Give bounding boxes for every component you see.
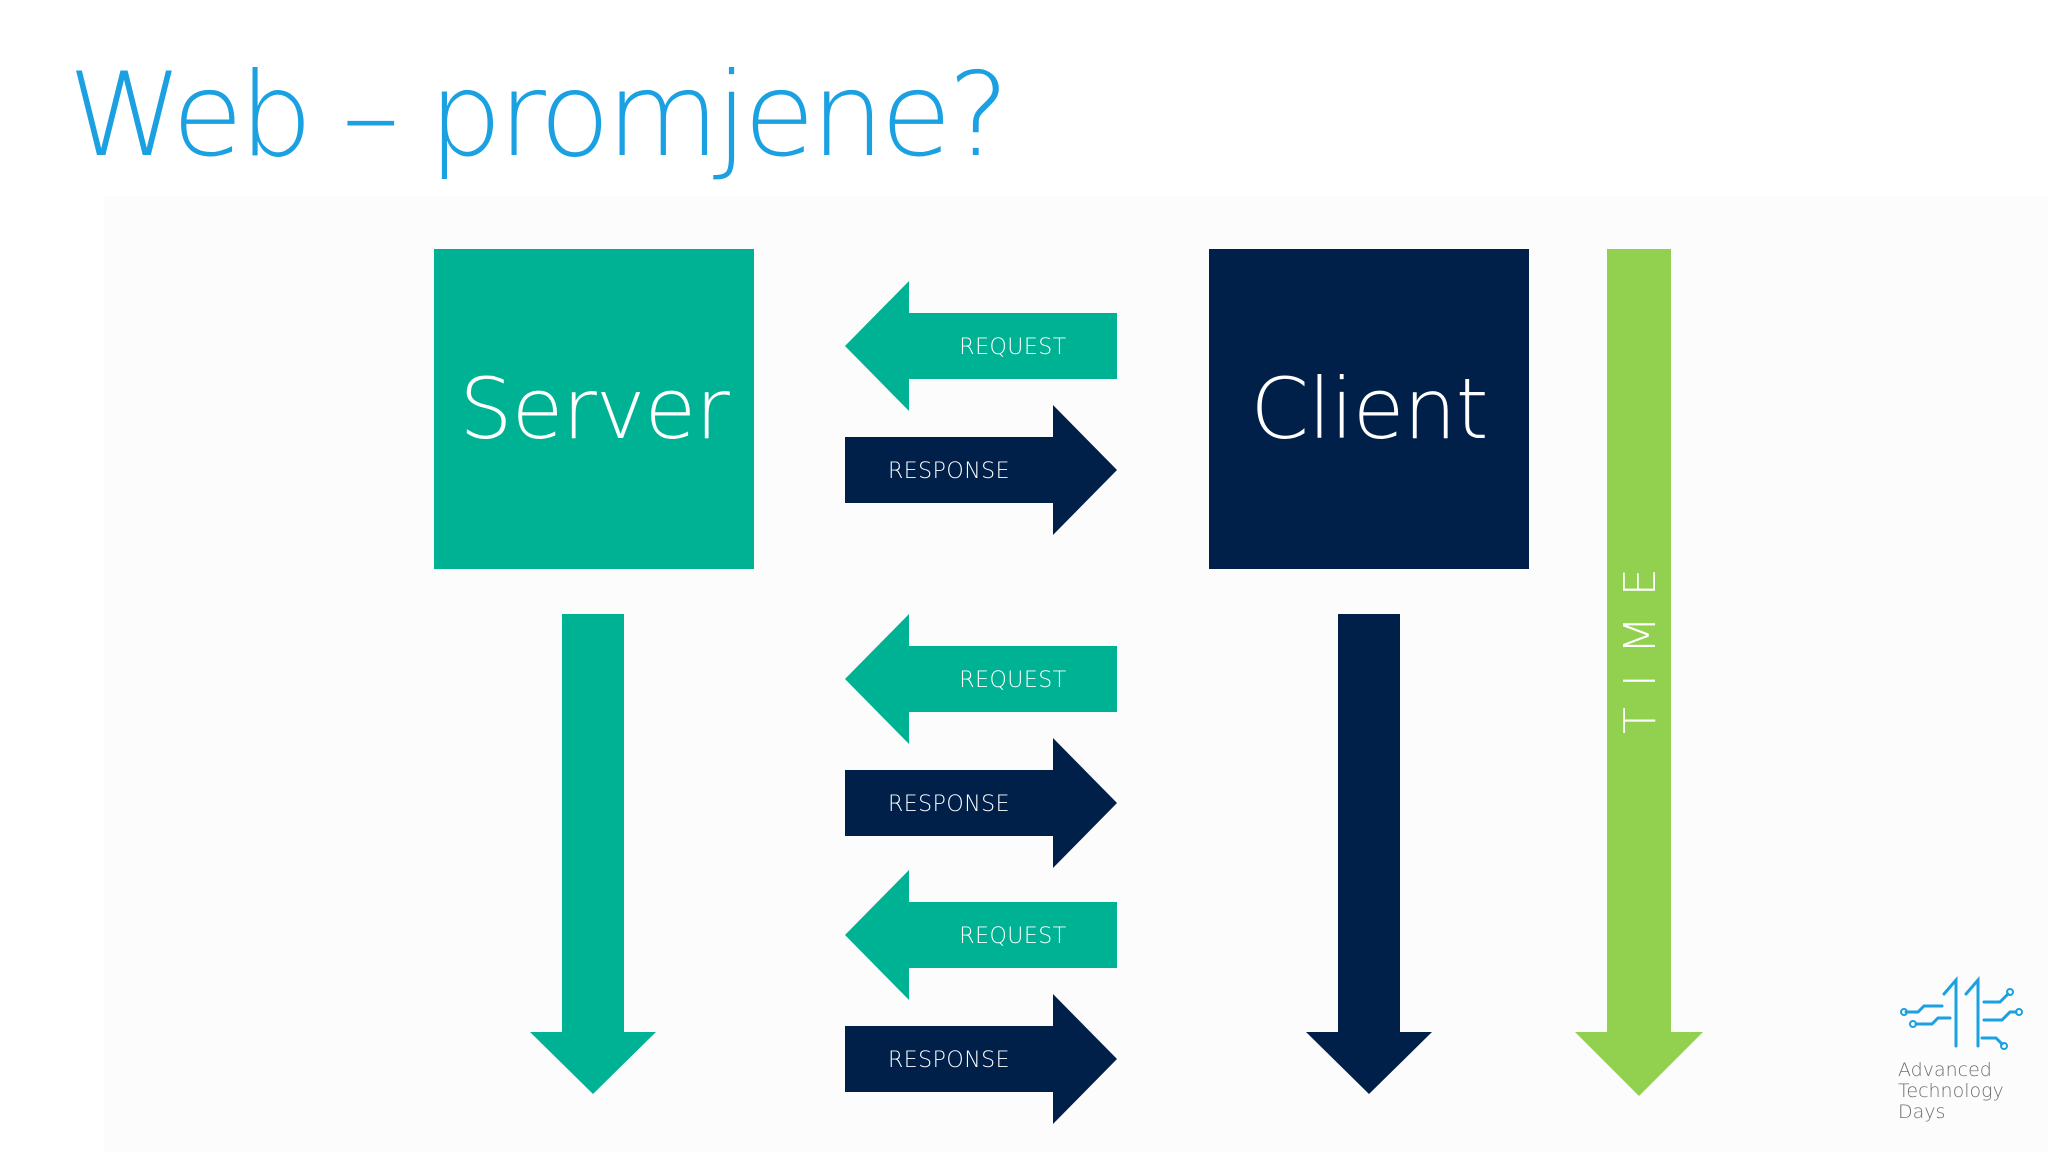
server-timeline-arrow: [530, 614, 656, 1094]
request-label: REQUEST: [959, 335, 1066, 360]
time-arrow: [1575, 249, 1703, 1096]
circuit-11-icon: [1900, 975, 2023, 1050]
logo-text: Advanced Technology Days: [1898, 1060, 2004, 1123]
client-label: Client: [1250, 360, 1488, 458]
request-label: REQUEST: [959, 924, 1066, 949]
client-timeline-arrow: [1306, 614, 1432, 1094]
logo-line-advanced: Advanced: [1898, 1059, 1992, 1081]
response-label: RESPONSE: [888, 792, 1010, 817]
response-label: RESPONSE: [888, 459, 1010, 484]
client-box: Client: [1209, 249, 1529, 569]
request-arrow: [845, 281, 1117, 411]
message-arrows: REQUEST RESPONSE REQUEST RESPONSE REQUEST RES…: [845, 281, 1117, 1124]
response-arrow: [845, 738, 1117, 868]
server-label: Server: [459, 360, 729, 458]
request-label: REQUEST: [959, 668, 1066, 693]
response-label: RESPONSE: [888, 1048, 1010, 1073]
request-arrow: [845, 614, 1117, 744]
slide-title: Web – promjene?: [68, 48, 1009, 183]
time-label: TIME: [1615, 548, 1666, 734]
request-arrow: [845, 870, 1117, 1000]
logo-line-days: Days: [1898, 1101, 1946, 1123]
logo-line-technology: Technology: [1898, 1080, 2004, 1102]
response-arrow: [845, 405, 1117, 535]
logo-advanced-technology-days: Advanced Technology Days: [1898, 972, 2028, 1132]
response-arrow: [845, 994, 1117, 1124]
server-box: Server: [434, 249, 754, 569]
